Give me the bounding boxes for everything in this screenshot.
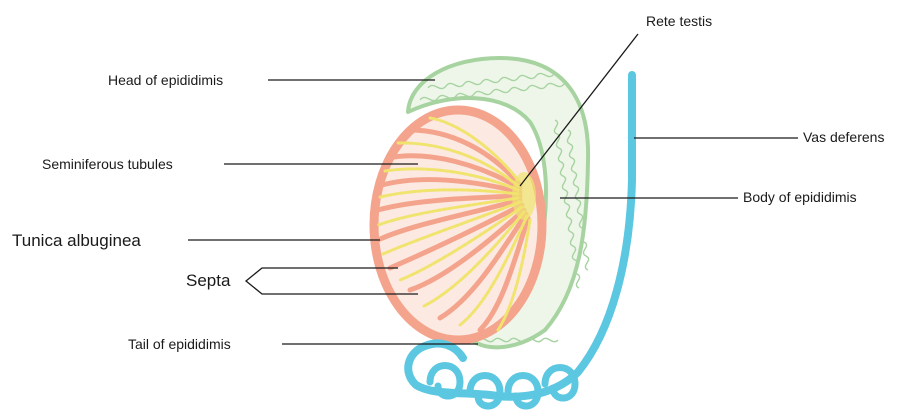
label-vas-deferens: Vas deferens — [803, 130, 884, 144]
label-seminiferous-tubules: Seminiferous tubules — [42, 157, 173, 171]
label-head-of-epididymis: Head of epididimis — [108, 73, 223, 87]
label-rete-testis: Rete testis — [646, 14, 712, 28]
label-tail-of-epididymis: Tail of epididimis — [128, 337, 231, 351]
label-body-of-epididymis: Body of epididimis — [743, 190, 857, 204]
label-tunica-albuginea: Tunica albuginea — [12, 232, 141, 249]
label-septa: Septa — [186, 272, 230, 289]
rete-testis-region — [512, 172, 536, 220]
